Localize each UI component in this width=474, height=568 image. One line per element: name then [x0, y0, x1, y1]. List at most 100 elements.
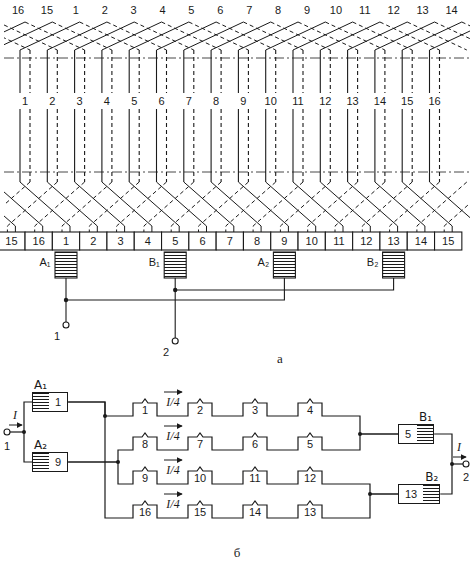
commutator-lead — [62, 182, 112, 232]
slot-conductor — [302, 109, 303, 182]
commutator-lead — [4, 182, 15, 232]
slot-conductor — [292, 50, 293, 93]
brush-label: B₁ — [417, 410, 434, 424]
commutator — [0, 232, 462, 250]
brush-segment-box: B₁5 — [398, 410, 434, 444]
slot-number: 9 — [304, 5, 310, 16]
brush-hatch — [417, 425, 433, 443]
brush — [164, 252, 186, 278]
slot-number: 12 — [388, 5, 400, 16]
terminal-wire — [10, 431, 24, 432]
junction-dot — [64, 298, 68, 302]
commutator-segment — [353, 232, 380, 250]
coil-number: 4 — [307, 404, 313, 415]
slot-conductor — [238, 109, 239, 182]
slot-number: 11 — [359, 5, 370, 16]
slot-conductor — [357, 109, 358, 182]
slot-number: 2 — [102, 5, 108, 16]
slot-number: 13 — [416, 5, 428, 16]
commutator-lead — [375, 182, 425, 232]
brush-hatch — [423, 485, 439, 503]
parallel-branch — [68, 399, 398, 434]
coil-number: 13 — [304, 506, 316, 517]
commutator-lead — [430, 182, 471, 232]
end-connection — [293, 22, 353, 50]
slot-number: 15 — [401, 96, 413, 107]
terminal — [4, 429, 10, 435]
end-connection — [162, 22, 222, 50]
end-connection — [353, 22, 413, 50]
brush-wire — [175, 278, 393, 290]
segment-number: 13 — [387, 236, 399, 247]
commutator-lead — [89, 182, 139, 232]
slot-conductor — [57, 50, 58, 93]
slot-conductor — [238, 50, 239, 93]
end-connection — [407, 22, 467, 50]
slot-conductor — [275, 50, 276, 93]
slot-conductor — [156, 109, 157, 182]
terminal-label: 1 — [4, 441, 10, 452]
end-connection — [129, 22, 189, 50]
slot-conductor — [347, 109, 348, 182]
slot-number: 16 — [12, 5, 24, 16]
current-arrow — [453, 457, 466, 458]
brush-hatch — [33, 393, 49, 411]
brush-segment-box: A₂9 — [32, 438, 68, 472]
commutator-segment — [189, 232, 216, 250]
commutator-lead — [417, 182, 467, 232]
parallel-branch — [68, 402, 398, 518]
commutator-segment — [52, 232, 79, 250]
commutator-lead — [308, 182, 358, 232]
coil-number: 1 — [142, 404, 148, 415]
slot-number: 7 — [246, 5, 252, 16]
slot-conductor — [193, 109, 194, 182]
slot-conductor — [439, 50, 440, 93]
commutator-segment — [107, 232, 134, 250]
slot-conductor — [357, 50, 358, 93]
commutator-lead — [362, 182, 412, 232]
current-arrow — [164, 494, 182, 495]
slot-conductor — [347, 50, 348, 93]
total-current: I — [457, 441, 461, 453]
commutator-lead — [253, 182, 303, 232]
slot-number: 14 — [374, 96, 386, 107]
commutator-segment — [216, 232, 243, 250]
slot-conductor — [248, 50, 249, 93]
end-connection — [75, 22, 135, 50]
core-edge — [4, 172, 470, 173]
segment-number: 15 — [5, 236, 17, 247]
end-connection — [80, 22, 140, 50]
slot-conductor — [320, 109, 321, 182]
commutator-lead — [47, 182, 97, 232]
end-connection — [189, 22, 249, 50]
slot-conductor — [275, 109, 276, 182]
slot-number: 6 — [158, 96, 164, 107]
commutator-segment — [407, 232, 434, 250]
slot-conductor — [19, 109, 20, 182]
commutator-lead — [402, 182, 452, 232]
slot-conductor — [374, 109, 375, 182]
segment-number: 12 — [360, 236, 372, 247]
slot-conductor — [47, 50, 48, 93]
commutator-lead — [144, 182, 194, 232]
slot-conductor — [166, 50, 167, 93]
end-connection — [20, 22, 80, 50]
slot-conductor — [111, 109, 112, 182]
commutator-lead — [102, 182, 152, 232]
slot-conductor — [101, 50, 102, 93]
end-connection — [184, 22, 244, 50]
brush-label: A₁ — [39, 257, 50, 268]
branch-current: I/4 — [166, 498, 179, 510]
slot-number: 1 — [22, 96, 28, 107]
segment-number: 16 — [33, 236, 45, 247]
segment-box: 1 — [32, 392, 68, 412]
segment-number: 11 — [333, 236, 344, 247]
slot-number: 6 — [217, 5, 223, 16]
slot-number: 15 — [41, 5, 53, 16]
commutator-segment — [325, 232, 352, 250]
brush-wire — [175, 278, 176, 338]
commutator-lead — [117, 182, 167, 232]
branch-current: I/4 — [166, 396, 179, 408]
junction-dot — [22, 430, 26, 434]
segment-number: 2 — [90, 236, 96, 247]
